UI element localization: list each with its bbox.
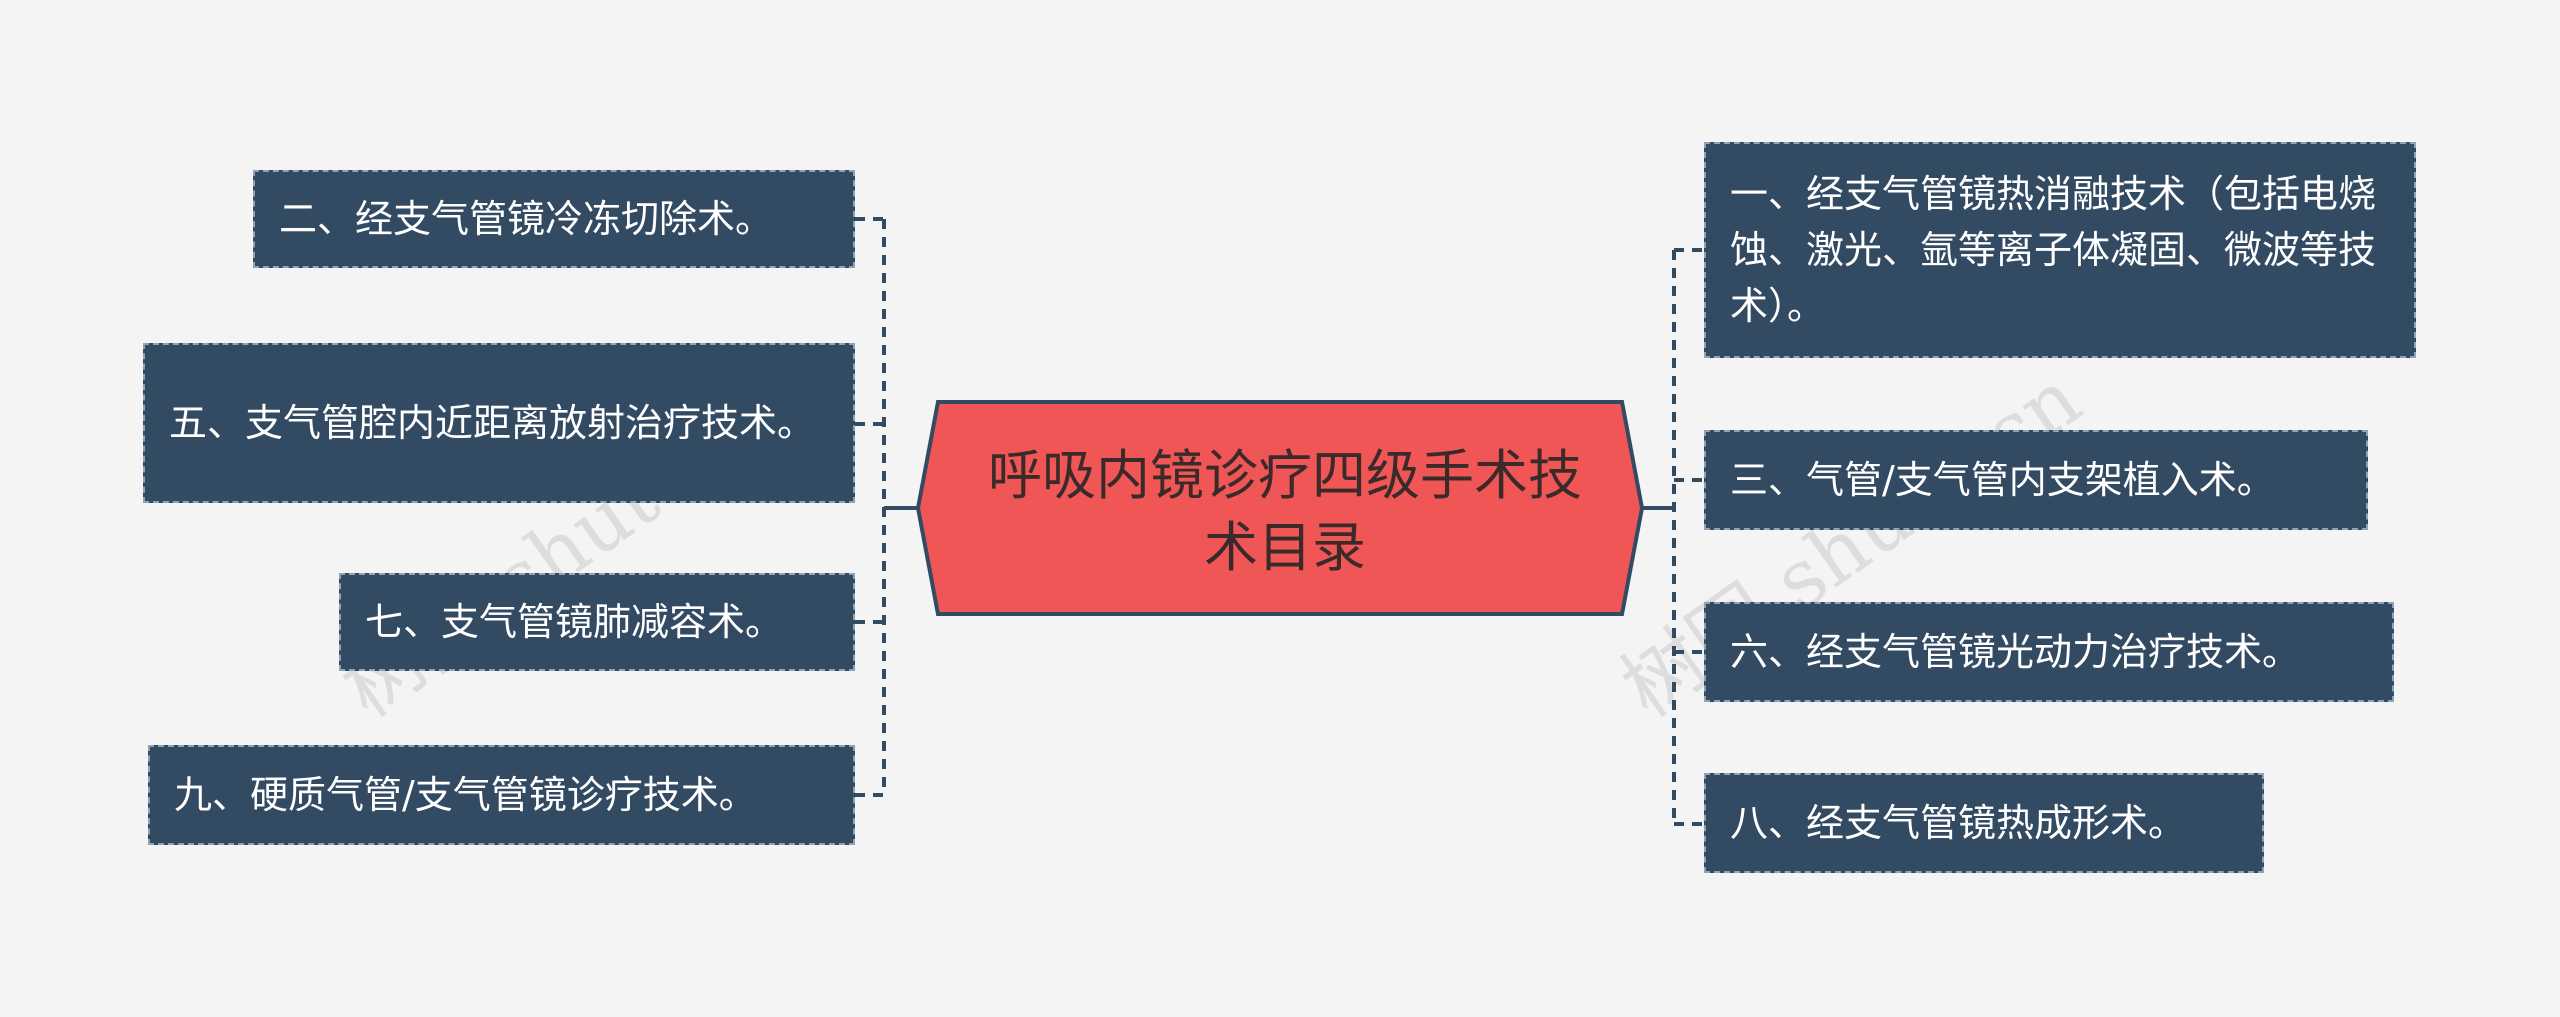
right-node-4[interactable]: 八、经支气管镜热成形术。 <box>1704 773 2264 873</box>
right-node-2[interactable]: 三、气管/支气管内支架植入术。 <box>1704 430 2368 530</box>
left-node-3[interactable]: 七、支气管镜肺减容术。 <box>339 573 855 671</box>
left-node-1[interactable]: 二、经支气管镜冷冻切除术。 <box>253 170 855 268</box>
left-node-2[interactable]: 五、支气管腔内近距离放射治疗技术。 <box>143 343 855 503</box>
central-topic-label: 呼吸内镜诊疗四级手术技术目录 <box>988 444 1582 579</box>
right-node-2-label: 三、气管/支气管内支架植入术。 <box>1730 458 2275 502</box>
central-topic[interactable]: 呼吸内镜诊疗四级手术技术目录 <box>935 412 1635 612</box>
right-node-1-label: 一、经支气管镜热消融技术（包括电烧蚀、激光、氩等离子体凝固、微波等技术）。 <box>1730 172 2377 328</box>
right-node-1[interactable]: 一、经支气管镜热消融技术（包括电烧蚀、激光、氩等离子体凝固、微波等技术）。 <box>1704 142 2416 358</box>
left-node-3-label: 七、支气管镜肺减容术。 <box>365 600 784 644</box>
left-node-4-label: 九、硬质气管/支气管镜诊疗技术。 <box>174 773 757 817</box>
right-node-3[interactable]: 六、经支气管镜光动力治疗技术。 <box>1704 602 2394 702</box>
left-node-1-label: 二、经支气管镜冷冻切除术。 <box>279 197 774 241</box>
right-node-3-label: 六、经支气管镜光动力治疗技术。 <box>1730 630 2301 674</box>
right-node-4-label: 八、经支气管镜热成形术。 <box>1730 801 2187 845</box>
left-node-2-label: 五、支气管腔内近距离放射治疗技术。 <box>169 401 816 445</box>
left-node-4[interactable]: 九、硬质气管/支气管镜诊疗技术。 <box>148 745 855 845</box>
